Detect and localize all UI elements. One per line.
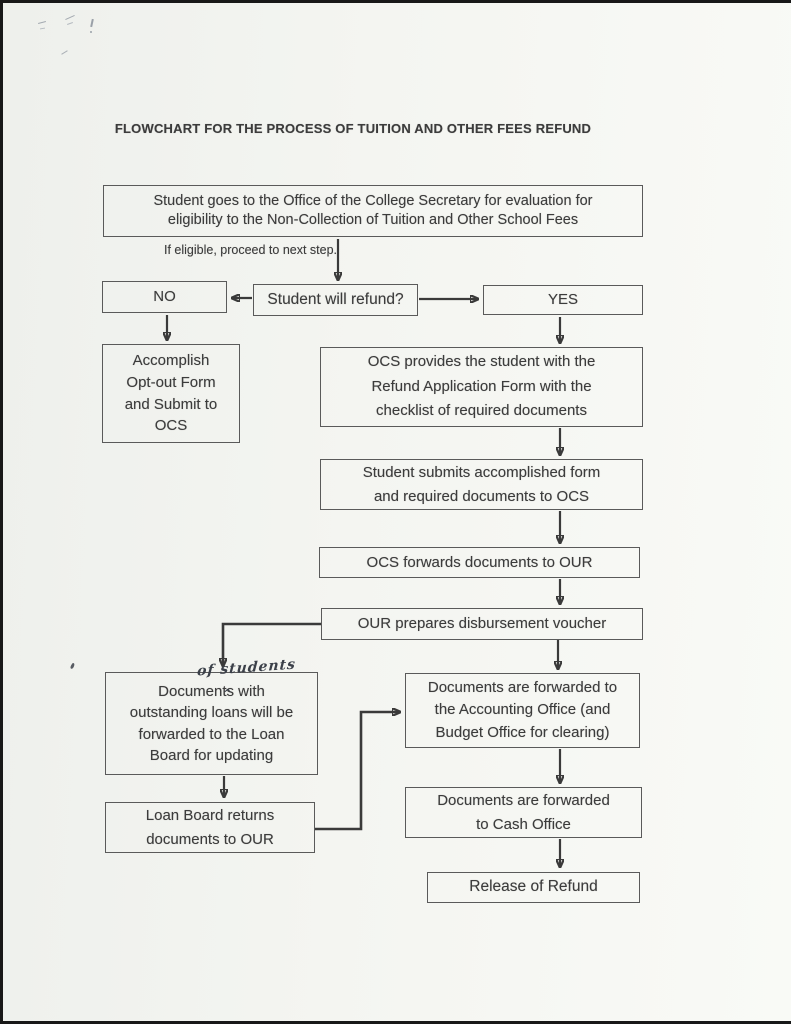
eligibility-note: If eligible, proceed to next step. bbox=[164, 243, 338, 257]
connector-prepares-to-loandocs bbox=[223, 622, 321, 666]
scan-edge-bottom bbox=[0, 1021, 791, 1024]
node-opt-out-form: Accomplish Opt-out Form and Submit to OC… bbox=[102, 344, 240, 443]
node-ocs-provides-form: OCS provides the student with the Refund… bbox=[320, 347, 643, 427]
scan-edge-left bbox=[0, 0, 3, 1024]
node-start-label: Student goes to the Office of the Colleg… bbox=[153, 193, 593, 228]
node-decision-label: Student will refund? bbox=[267, 290, 404, 308]
node-yes: YES bbox=[483, 285, 643, 315]
node-cash-label: Documents are forwarded to Cash Office bbox=[437, 791, 610, 833]
node-opt-out-label: Accomplish Opt-out Form and Submit to OC… bbox=[124, 352, 218, 435]
node-no: NO bbox=[102, 281, 227, 313]
node-release-label: Release of Refund bbox=[469, 878, 598, 896]
page-title: FLOWCHART FOR THE PROCESS OF TUITION AND… bbox=[114, 121, 592, 136]
insertion-caret: ^ bbox=[223, 687, 233, 700]
node-our-prepares-voucher: OUR prepares disbursement voucher bbox=[321, 608, 643, 640]
node-our-prepares-label: OUR prepares disbursement voucher bbox=[357, 615, 607, 633]
connector-loanboard-to-accounting bbox=[315, 712, 400, 831]
node-loan-documents-label: Documents with outstanding loans will be… bbox=[129, 682, 294, 764]
node-no-label: NO bbox=[153, 288, 176, 306]
node-ocs-provides-label: OCS provides the student with the Refund… bbox=[367, 352, 596, 420]
node-accounting-label: Documents are forwarded to the Accountin… bbox=[427, 678, 618, 741]
node-decision: Student will refund? bbox=[253, 284, 418, 316]
node-student-submits-label: Student submits accomplished form and re… bbox=[362, 463, 601, 505]
node-ocs-forwards-our: OCS forwards documents to OUR bbox=[319, 547, 640, 578]
node-loan-board-returns: Loan Board returns documents to OUR bbox=[105, 802, 315, 853]
node-student-submits: Student submits accomplished form and re… bbox=[320, 459, 643, 510]
node-yes-label: YES bbox=[547, 291, 578, 309]
node-loan-board-label: Loan Board returns documents to OUR bbox=[145, 806, 275, 848]
node-release-refund: Release of Refund bbox=[427, 872, 640, 903]
node-cash-office: Documents are forwarded to Cash Office bbox=[405, 787, 642, 838]
scan-edge-top bbox=[0, 0, 791, 3]
node-start: Student goes to the Office of the Colleg… bbox=[103, 185, 643, 237]
node-loan-documents: Documents with outstanding loans will be… bbox=[105, 672, 318, 775]
node-ocs-forwards-label: OCS forwards documents to OUR bbox=[366, 553, 593, 571]
node-accounting-office: Documents are forwarded to the Accountin… bbox=[405, 673, 640, 748]
